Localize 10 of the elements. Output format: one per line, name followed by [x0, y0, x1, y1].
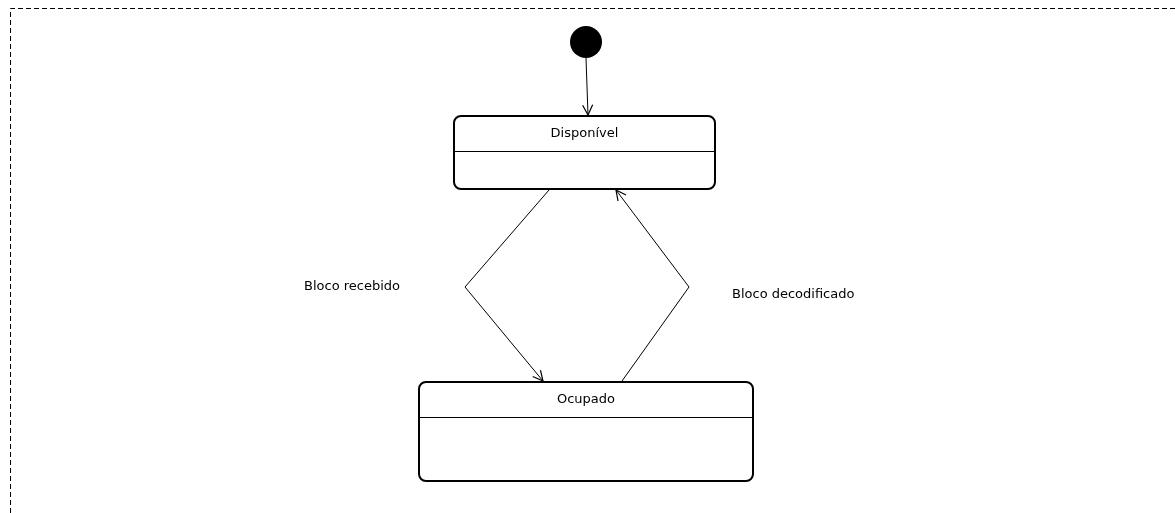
- transition-arrow: [582, 57, 594, 116]
- state-box: [418, 381, 754, 482]
- state-name: Ocupado: [556, 391, 615, 407]
- transition-label: Bloco recebido: [304, 278, 400, 294]
- transition-arrow: [615, 189, 690, 382]
- state-box: [453, 115, 716, 190]
- initial-state-circle: [570, 26, 602, 58]
- transition-label: Bloco decodificado: [732, 286, 855, 302]
- transition-arrow: [464, 189, 550, 382]
- state-name: Disponível: [550, 125, 619, 141]
